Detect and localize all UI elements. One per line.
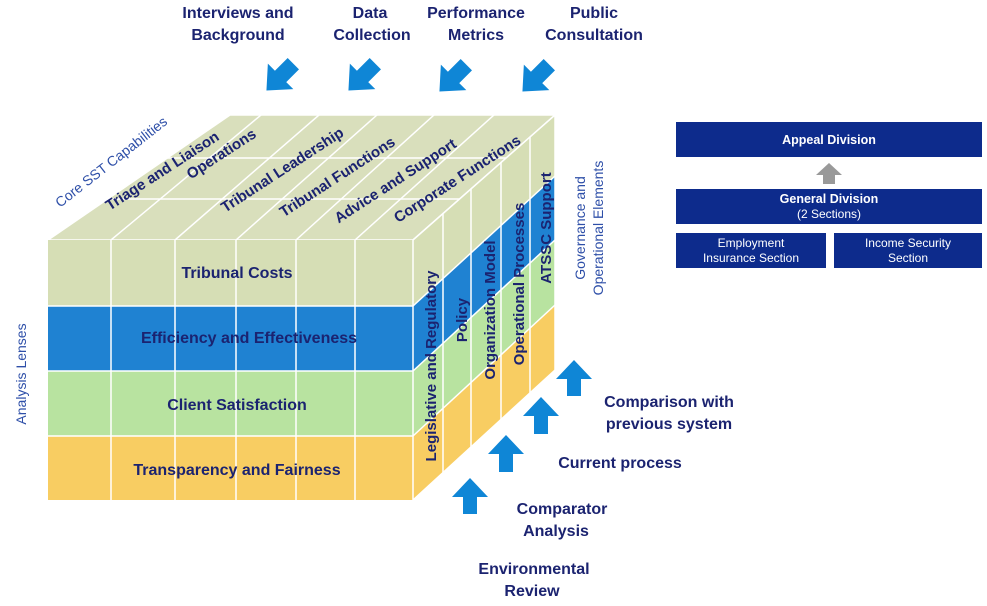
arrow-up-icon xyxy=(523,397,559,434)
bottom-input-1-line1: Comparison with xyxy=(604,394,734,411)
axis-label-governance-line1: Governance and xyxy=(572,176,588,280)
general-division-box xyxy=(676,189,982,224)
bottom-input-4-line1: Environmental xyxy=(478,561,589,578)
employment-section-box xyxy=(676,233,826,268)
arrow-up-icon xyxy=(556,360,592,396)
arrow-up-icon xyxy=(452,478,488,514)
appeal-division-box xyxy=(676,122,982,157)
lens-transparency: Transparency and Fairness xyxy=(133,462,340,479)
top-inputs: Interviews and Background Data Collectio… xyxy=(182,5,642,44)
general-division-sub: (2 Sections) xyxy=(797,207,861,221)
employment-section-line1: Employment xyxy=(718,236,785,250)
lens-tribunal-costs: Tribunal Costs xyxy=(181,265,292,282)
income-security-line1: Income Security xyxy=(865,236,951,250)
arrow-down-left-icon xyxy=(348,58,381,91)
bottom-inputs: Comparison with previous system Current … xyxy=(478,394,733,600)
axis-label-governance-line2: Operational Elements xyxy=(590,161,606,296)
lens-client-satisfaction: Client Satisfaction xyxy=(167,397,307,414)
band-transparency xyxy=(48,436,413,500)
top-arrows xyxy=(266,58,555,92)
bottom-arrows xyxy=(452,360,592,514)
top-input-1-line2: Background xyxy=(191,27,284,44)
income-security-line2: Section xyxy=(888,251,928,265)
arrow-up-small-icon xyxy=(816,163,842,184)
lens-efficiency: Efficiency and Effectiveness xyxy=(141,330,357,347)
bottom-input-3-line2: Analysis xyxy=(523,523,589,540)
bottom-input-4-line2: Review xyxy=(504,583,560,600)
top-input-3-line2: Metrics xyxy=(448,27,504,44)
arrow-down-left-icon xyxy=(522,59,555,92)
arrow-down-left-icon xyxy=(439,59,472,92)
top-input-3-line1: Performance xyxy=(427,5,525,22)
bottom-input-3-line1: Comparator xyxy=(517,501,608,518)
top-input-1-line1: Interviews and xyxy=(182,5,293,22)
governance-operational-processes: Operational Processes xyxy=(511,203,528,366)
top-input-2-line1: Data xyxy=(353,5,388,22)
org-chart: Appeal Division General Division (2 Sect… xyxy=(676,122,982,268)
top-input-4-line1: Public xyxy=(570,5,618,22)
bottom-input-1-line2: previous system xyxy=(606,416,732,433)
band-tribunal-costs xyxy=(48,240,413,306)
bottom-input-2-line1: Current process xyxy=(558,455,682,472)
arrow-up-icon xyxy=(488,435,524,472)
employment-section-line2: Insurance Section xyxy=(703,251,799,265)
top-input-4-line2: Consultation xyxy=(545,27,643,44)
governance-policy: Policy xyxy=(454,297,471,342)
axis-label-lenses: Analysis Lenses xyxy=(13,323,29,424)
cube-front-face xyxy=(48,240,413,500)
top-input-2-line2: Collection xyxy=(333,27,410,44)
band-efficiency xyxy=(48,306,413,371)
governance-labels: Legislative and Regulatory Policy Organi… xyxy=(423,172,555,461)
lens-labels: Tribunal Costs Efficiency and Effectiven… xyxy=(133,265,357,479)
governance-atssc-support: ATSSC Support xyxy=(538,172,555,283)
governance-legislative: Legislative and Regulatory xyxy=(423,270,440,462)
governance-organization-model: Organization Model xyxy=(482,240,499,379)
income-security-box xyxy=(834,233,982,268)
general-division-label: General Division xyxy=(780,192,879,206)
cube-side-face xyxy=(412,113,556,502)
band-client-satisfaction xyxy=(48,371,413,436)
arrow-down-left-icon xyxy=(266,58,299,91)
appeal-division-label: Appeal Division xyxy=(782,133,876,147)
